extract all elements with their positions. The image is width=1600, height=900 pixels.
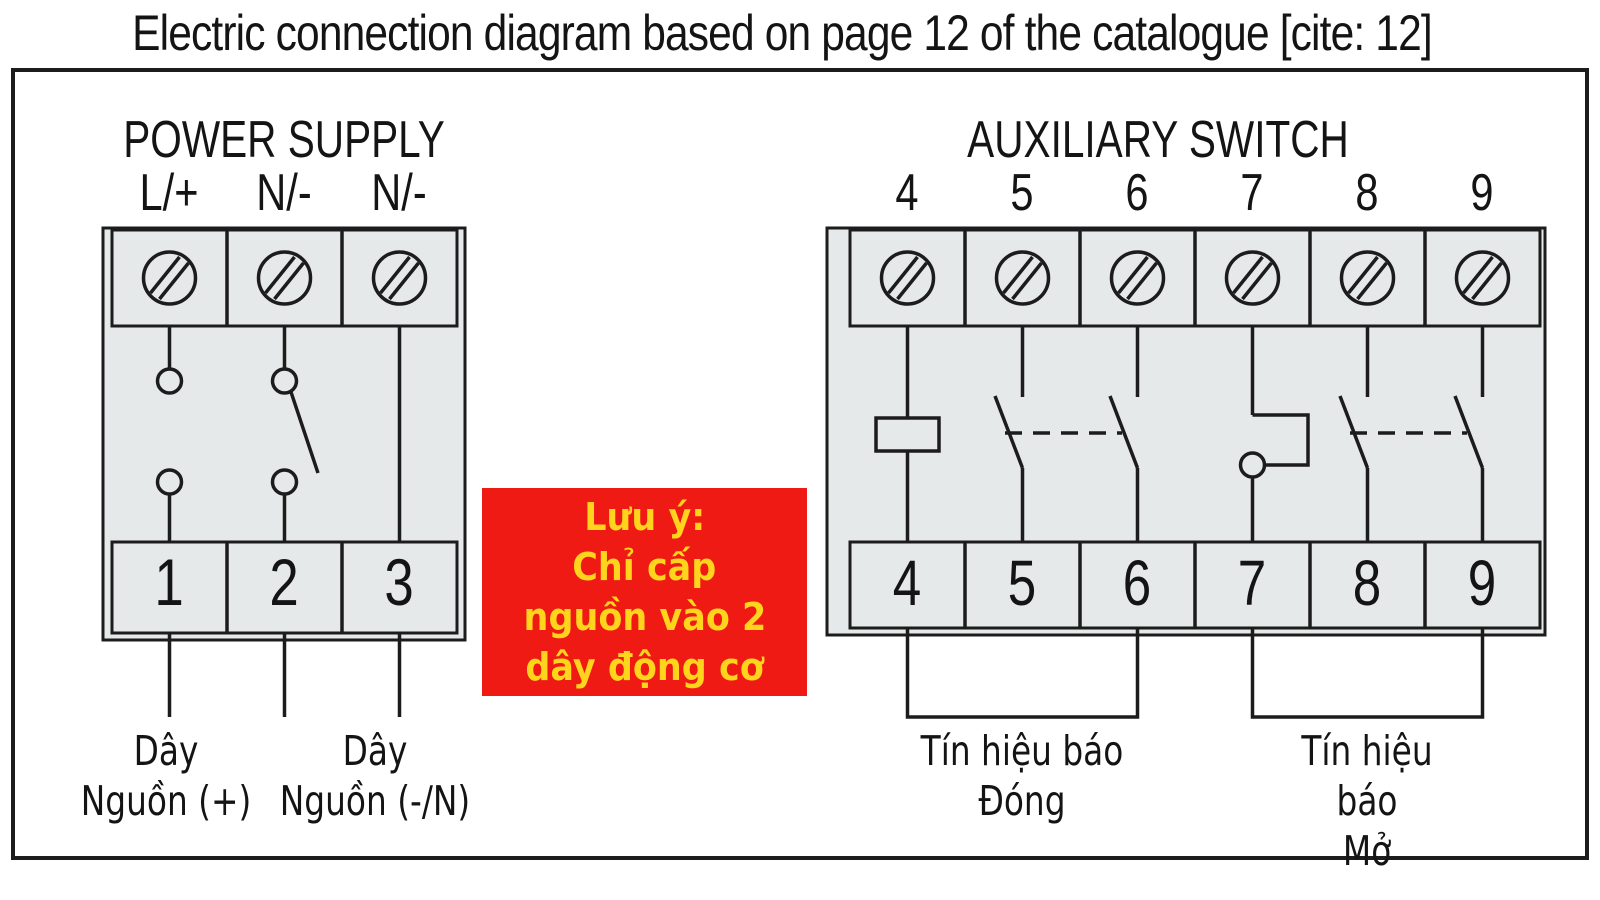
aux-terminal-label: 7 [1240,164,1264,222]
ps-terminal-number: 1 [154,545,184,619]
aux-terminal-label: 8 [1355,164,1379,222]
switch-arm [1108,395,1140,469]
switch-arm [289,391,320,474]
aux-terminal-label: 4 [895,164,919,222]
ps-terminal-label: L/+ [139,164,199,222]
warning-line: Lưu ý: [583,495,705,539]
aux-terminal-label: 5 [1010,164,1034,222]
power-supply-block [101,226,467,717]
signal-bracket-open [1250,628,1485,719]
diagram-title: Electric connection diagram based on pag… [132,5,1433,61]
power-supply-screw-row [110,228,459,328]
aux-terminal-number: 7 [1237,547,1267,619]
warning-line: nguồn vào 2 [523,595,766,639]
aux-terminal-label: 9 [1470,164,1494,222]
aux-terminal-number: 9 [1467,547,1497,619]
warning-box: Lưu ý: Chỉ cấp nguồn vào 2 dây động cơ [482,488,807,696]
aux-terminal-number: 6 [1122,547,1152,619]
contact-circle [155,367,184,395]
warning-line: Chỉ cấp [572,545,717,589]
signal-bracket-close [905,628,1140,719]
wire-step [1252,413,1310,467]
warning-line: dây động cơ [525,645,764,689]
aux-terminal-number: 5 [1007,547,1037,619]
aux-terminal-label: 6 [1125,164,1149,222]
ps-terminal-number: 3 [384,545,414,619]
aux-terminal-number: 4 [892,547,922,619]
ps-terminal-number: 2 [269,545,299,619]
power-supply-number-row [110,540,459,635]
auxiliary-switch-block [825,226,1547,719]
auxiliary-switch-heading: AUXILIARY SWITCH [967,111,1349,169]
aux-terminal-number: 8 [1352,547,1382,619]
ps-terminal-label: N/- [371,164,427,222]
ps-terminal-label: N/- [256,164,312,222]
contact-circle [270,367,299,395]
power-supply-heading: POWER SUPPLY [123,111,445,169]
switch-arm [1453,395,1485,469]
